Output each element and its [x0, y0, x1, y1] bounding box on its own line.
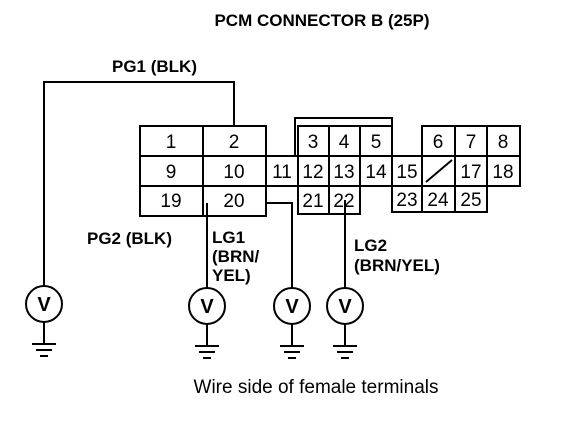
svg-text:V: V	[285, 296, 299, 318]
diagram-title: PCM CONNECTOR B (25P)	[214, 11, 429, 30]
terminal-12: 12	[302, 162, 323, 183]
terminal-5: 5	[371, 132, 382, 153]
terminal-18: 18	[492, 162, 513, 183]
lg1-wire-label-line1: LG1	[212, 228, 245, 247]
svg-text:V: V	[338, 296, 352, 318]
terminal-2: 2	[229, 132, 240, 153]
lg1-wire-label-line3: YEL)	[212, 266, 251, 285]
connector-lock-tab	[294, 117, 393, 156]
terminal-3: 3	[308, 132, 319, 153]
voltmeter-lg2: V	[326, 287, 364, 359]
terminal-25: 25	[460, 190, 481, 211]
connector-body	[139, 117, 521, 217]
terminal-numbers: 1 2 3 4 5 6 7 8 9 10 11 12 13 14 15 17 1…	[160, 132, 513, 212]
lg2-wire-label-line2: (BRN/YEL)	[354, 256, 440, 275]
pg2-probe-wire	[266, 202, 293, 288]
terminal-17: 17	[460, 162, 481, 183]
terminal-7: 7	[466, 132, 477, 153]
terminal-20: 20	[223, 191, 244, 212]
pg1-wire-label: PG1 (BLK)	[112, 57, 197, 76]
terminal-21: 21	[302, 191, 323, 212]
pg1-probe-wire	[43, 81, 235, 286]
terminal-14: 14	[365, 162, 387, 183]
terminal-8: 8	[498, 132, 509, 153]
terminal-19: 19	[160, 191, 181, 212]
diagram-caption: Wire side of female terminals	[194, 377, 439, 398]
terminal-4: 4	[339, 132, 350, 153]
svg-text:V: V	[200, 296, 214, 318]
probe-wires	[43, 81, 346, 288]
terminal-15: 15	[396, 162, 417, 183]
terminal-23: 23	[396, 190, 417, 211]
terminal-24: 24	[427, 190, 449, 211]
lg2-wire-label-line1: LG2	[354, 236, 387, 255]
terminal-6: 6	[433, 132, 444, 153]
voltmeter-pg1: V	[25, 285, 63, 357]
terminal-1: 1	[166, 132, 177, 153]
terminal-11: 11	[272, 162, 292, 183]
voltmeter-lg1: V	[188, 287, 226, 359]
pg2-wire-label: PG2 (BLK)	[87, 229, 172, 248]
lg1-wire-label-line2: (BRN/	[212, 247, 259, 266]
terminal-10: 10	[223, 162, 244, 183]
terminal-9: 9	[166, 162, 177, 183]
terminal-13: 13	[333, 162, 354, 183]
voltmeter-pg2: V	[273, 287, 311, 359]
svg-text:V: V	[37, 294, 51, 316]
empty-terminal-slash	[425, 159, 453, 183]
